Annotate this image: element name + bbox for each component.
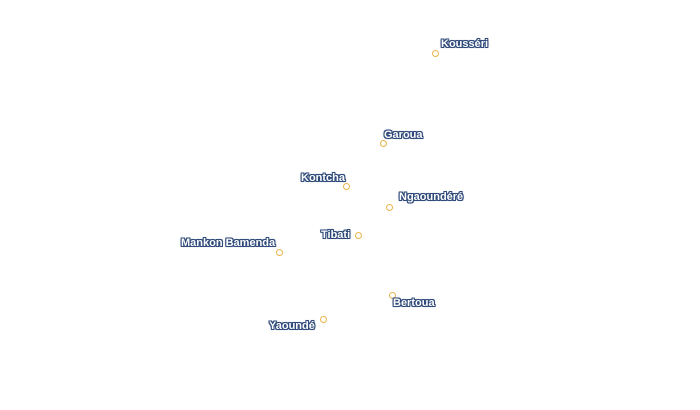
city-label-mankon-bamenda: Mankon Bamenda [181, 237, 276, 249]
city-marker-yaounde[interactable] [319, 315, 327, 323]
city-marker-kontcha[interactable] [342, 182, 350, 190]
city-label-yaounde: Yaoundé [269, 320, 315, 332]
city-label-kontcha: Kontcha [301, 172, 345, 184]
city-marker-mankon-bamenda[interactable] [275, 248, 283, 256]
city-marker-tibati[interactable] [354, 231, 362, 239]
city-marker-kousseri[interactable] [431, 49, 439, 57]
city-label-ngaoundere: Ngaoundéré [399, 191, 464, 203]
city-label-kousseri: Kousséri [441, 38, 489, 50]
city-marker-bertoua[interactable] [388, 291, 396, 299]
city-label-bertoua: Bertoua [393, 297, 435, 309]
city-marker-ngaoundere[interactable] [385, 203, 393, 211]
city-label-tibati: Tibati [321, 229, 351, 241]
city-marker-garoua[interactable] [379, 139, 387, 147]
city-label-garoua: Garoua [384, 129, 423, 141]
